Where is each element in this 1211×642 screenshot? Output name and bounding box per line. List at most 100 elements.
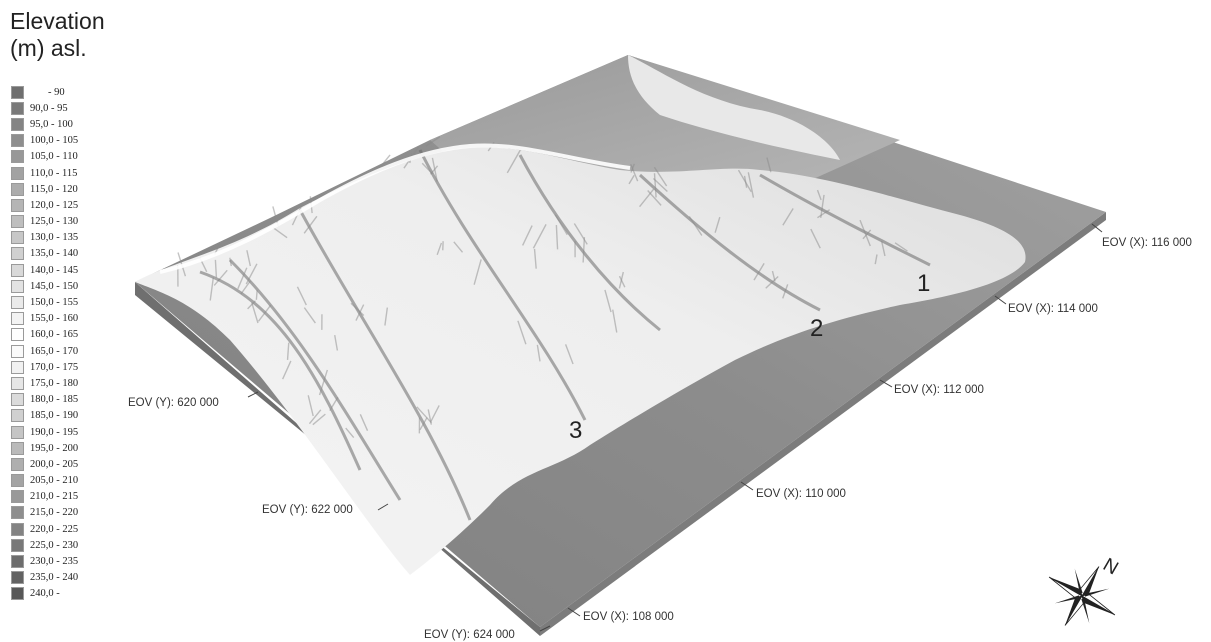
relief-hatch [430,405,440,422]
legend-item: 130,0 - 135 [11,230,78,246]
legend-item: 235,0 - 240 [11,570,78,586]
relief-hatch [604,289,612,313]
legend-item: 145,0 - 150 [11,278,78,294]
legend-item: 170,0 - 175 [11,359,78,375]
legend-range-label: 140,0 - 145 [30,264,79,276]
relief-hatch [573,223,588,245]
legend-range-label: 160,0 - 165 [30,329,79,341]
relief-hatch [766,157,772,173]
legend-swatch [11,425,24,439]
legend-range-label: 150,0 - 155 [30,297,79,309]
legend-item: 140,0 - 145 [11,262,78,278]
legend-swatch [11,279,24,293]
legend-swatch [11,150,24,164]
legend-item: 185,0 - 190 [11,408,78,424]
legend-item: 180,0 - 185 [11,392,78,408]
legend-swatch [11,441,24,455]
relief-hatch [714,216,721,233]
marker-1: 1 [917,270,930,297]
legend-item: 100,0 - 105 [11,133,78,149]
legend-swatch [11,328,24,342]
legend-range-label: 195,0 - 200 [30,442,79,454]
relief-hatch [247,300,256,310]
relief-hatch [765,275,779,289]
legend-item: - 90 [11,84,78,100]
legend-item: 160,0 - 165 [11,327,78,343]
legend-item: 240,0 - [11,586,78,602]
legend-range-label: 120,0 - 125 [30,199,79,211]
legend-range-label: 115,0 - 120 [30,183,78,195]
relief-hatch [647,190,662,206]
x-tick-mark [740,481,754,491]
relief-hatch [652,178,668,193]
relief-hatch [431,157,438,182]
relief-hatch [286,342,290,361]
x-axis: EOV (X): 108 000 EOV (X): 110 000 EOV (X… [567,223,1192,623]
relief-hatch [345,427,355,438]
legend-swatch [11,571,24,585]
legend-item: 230,0 - 235 [11,553,78,569]
relief-hatch [874,254,878,265]
relief-hatch [743,175,748,188]
relief-hatch [506,147,523,174]
relief-hatch [255,290,258,300]
legend-item: 225,0 - 230 [11,537,78,553]
x-tick-label: EOV (X): 114 000 [1008,303,1098,315]
legend-item: 200,0 - 205 [11,456,78,472]
relief-hatch [771,270,776,282]
relief-hatch [318,369,329,396]
legend-swatch [11,117,24,131]
legend-swatch [11,474,24,488]
terrain-north-hills [628,55,840,160]
y-tick-mark [377,503,389,511]
legend-range-label: 215,0 - 220 [30,507,79,519]
relief-hatch [564,344,574,365]
legend-item: 205,0 - 210 [11,473,78,489]
relief-hatch [359,414,369,431]
legend-swatch [11,506,24,520]
legend-swatch [11,409,24,423]
legend-item: 105,0 - 110 [11,149,78,165]
relief-hatch [425,136,441,147]
relief-hatch [453,241,464,253]
relief-hatch [688,215,703,236]
relief-hatch [810,228,821,249]
legend-item: 195,0 - 200 [11,440,78,456]
legend-range-label: 90,0 - 95 [30,102,68,114]
legend-item: 155,0 - 160 [11,311,78,327]
legend-range-label: - 90 [48,86,65,98]
relief-hatch [816,189,822,201]
x-tick-label: EOV (X): 116 000 [1102,237,1192,249]
relief-hatch [612,309,618,333]
legend-range-label: 130,0 - 135 [30,232,79,244]
relief-hatch [303,307,316,324]
valley-line [638,173,821,312]
legend-swatch [11,263,24,277]
legend-swatch [11,344,24,358]
y-tick-mark [539,625,551,632]
relief-hatch [817,209,831,219]
legend-range-label: 175,0 - 180 [30,377,79,389]
legend-swatch [11,490,24,504]
legend-item: 115,0 - 120 [11,181,78,197]
relief-hatch [521,225,533,246]
relief-hatch [532,224,547,249]
relief-hatch [421,162,434,175]
legend-item: 210,0 - 215 [11,489,78,505]
legend-range-label: 135,0 - 140 [30,248,79,260]
legend-swatch [11,360,24,374]
relief-hatch [246,250,252,267]
relief-hatch [753,263,765,281]
block-right-side [540,212,1106,636]
legend-title-line1: Elevation [10,8,105,34]
legend-range-label: 190,0 - 195 [30,426,79,438]
valley-line [759,173,931,267]
relief-hatch [630,164,639,182]
x-tick-label: EOV (X): 108 000 [583,611,674,623]
legend-swatch [11,376,24,390]
legend-range-label: 235,0 - 240 [30,572,79,584]
legend-item: 95,0 - 100 [11,116,78,132]
marker-3: 3 [569,417,582,444]
legend-range-label: 110,0 - 115 [30,167,78,179]
y-tick-label: EOV (Y): 622 000 [262,504,353,516]
